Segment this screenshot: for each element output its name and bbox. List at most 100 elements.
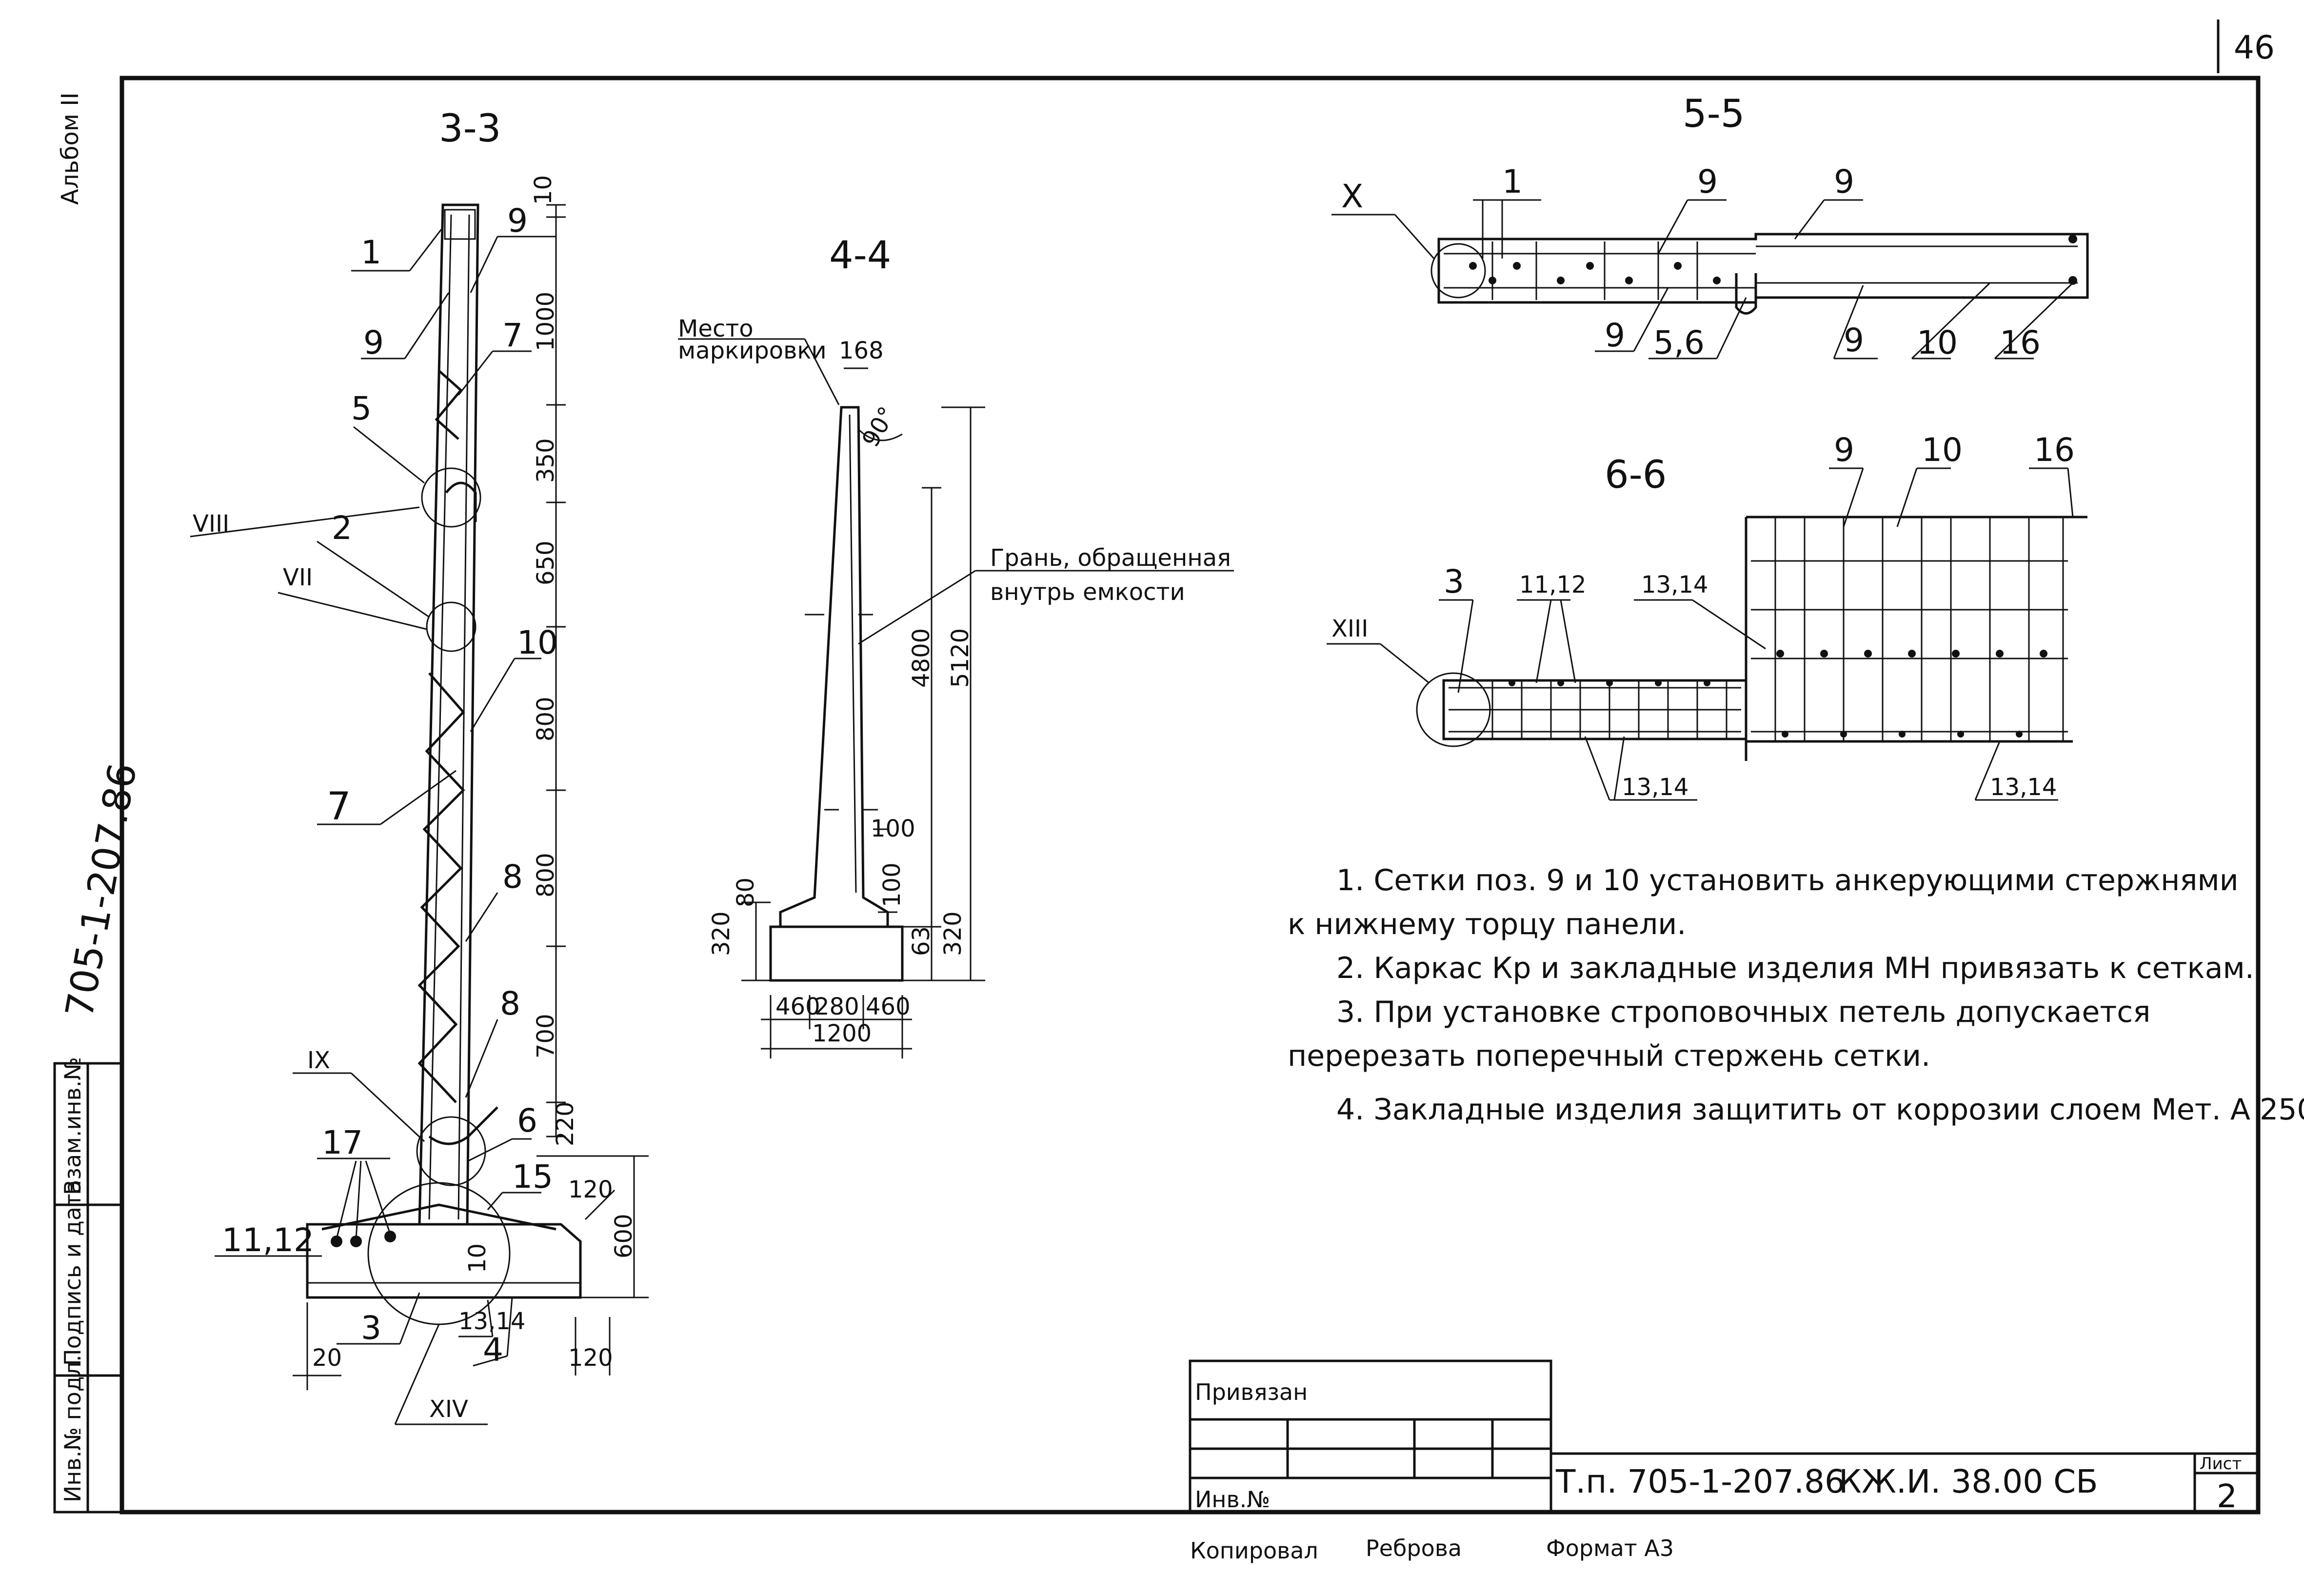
dim-700: 700: [532, 1014, 559, 1058]
mark-6: 6: [517, 1102, 537, 1139]
mark-7-a: 7: [502, 317, 523, 354]
note-3-line1: 3. При установке строповочных петель доп…: [1336, 995, 2150, 1029]
mark-6-13-14-a: 13,14: [1641, 571, 1708, 598]
title-code: Т.п. 705-1-207.86: [1555, 1463, 1845, 1500]
footer-copied: Копировал: [1190, 1537, 1318, 1564]
side-field-replace: Взам.инв.№: [60, 1057, 86, 1195]
title-bound-label: Привязан: [1195, 1379, 1308, 1405]
marking-place-line1: Место: [678, 315, 754, 342]
footer: Копировал Реброва Формат А3: [1190, 1535, 1674, 1564]
note-3-line2: перерезать поперечный стержень сетки.: [1288, 1039, 1930, 1073]
marking-place-line2: маркировки: [678, 337, 827, 364]
side-code: 705-1-207.86: [58, 760, 145, 1021]
dim-600: 600: [610, 1214, 637, 1258]
note-4: 4. Закладные изделия защитить от коррози…: [1336, 1093, 2304, 1127]
mark-6-13-14-c: 13,14: [1990, 774, 2057, 801]
section-6-6-title: 6-6: [1605, 453, 1667, 497]
mark-5-1: 1: [1502, 163, 1523, 200]
section-4-4: 4-4 Место маркировки Грань, обращенная: [678, 234, 1234, 1058]
section-4-4-title: 4-4: [829, 234, 891, 278]
dim-1200: 1200: [812, 1020, 872, 1047]
dim-650: 650: [532, 540, 559, 585]
footer-format: Формат А3: [1546, 1535, 1674, 1561]
dim-280: 280: [814, 993, 859, 1020]
dim-320-a: 320: [708, 911, 735, 956]
section-6-6: 6-6: [1327, 431, 2087, 801]
mark-5-10: 10: [1917, 324, 1958, 361]
callout-x: X: [1341, 178, 1363, 215]
dim-10-bottom: 10: [464, 1243, 491, 1273]
dim-220: 220: [552, 1101, 579, 1146]
mark-1: 1: [361, 234, 381, 271]
side-strip: Альбом II 705-1-207.86 Инв.№ подл. Подпи…: [53, 92, 145, 1514]
mark-13-14: 13,14: [458, 1308, 525, 1335]
mark-17: 17: [322, 1124, 363, 1161]
mark-5: 5: [351, 390, 372, 427]
mark-3: 3: [361, 1309, 381, 1347]
mark-5-9-b: 9: [1834, 163, 1854, 200]
mark-9-a: 9: [507, 202, 528, 239]
mark-5-9-d: 9: [1844, 321, 1864, 359]
mark-5-9-a: 9: [1697, 163, 1718, 200]
corner-sheet-number: 46: [2234, 29, 2275, 66]
face-note-line2: внутрь емкости: [990, 579, 1185, 606]
mark-2: 2: [332, 509, 352, 547]
dim-80: 80: [732, 878, 759, 907]
title-block: Привязан Инв.№ Т.п. 705-1-207.86 КЖ.И. 3…: [1189, 1359, 2258, 1515]
title-sheet-value: 2: [2217, 1477, 2237, 1515]
dim-90: 90°: [857, 402, 901, 452]
mark-5-9-c: 9: [1605, 317, 1625, 354]
title-inv-label: Инв.№: [1195, 1486, 1270, 1513]
dim-800-a: 800: [532, 697, 559, 741]
dim-460-b: 460: [866, 993, 911, 1020]
dim-350: 350: [532, 438, 559, 483]
dim-120-a: 120: [568, 1176, 613, 1203]
side-field-inv: Инв.№ подл.: [60, 1355, 86, 1502]
album-label: Альбом II: [57, 92, 84, 205]
dim-20: 20: [312, 1344, 342, 1372]
mark-6-9: 9: [1834, 431, 1854, 469]
mark-5-16: 16: [2000, 324, 2041, 361]
callout-vii: VII: [283, 564, 313, 591]
mark-4: 4: [483, 1331, 503, 1369]
dim-5120: 5120: [947, 628, 974, 688]
title-mark: КЖ.И. 38.00 СБ: [1839, 1463, 2098, 1500]
mark-8-a: 8: [502, 858, 523, 896]
footer-name: Реброва: [1366, 1535, 1462, 1561]
mark-15: 15: [512, 1158, 553, 1196]
mark-5-56: 5,6: [1653, 324, 1705, 361]
callout-ix: IX: [307, 1047, 330, 1074]
notes: 1. Сетки поз. 9 и 10 установить анкерующ…: [1288, 863, 2304, 1127]
mark-7-b: 7: [327, 785, 351, 829]
mark-6-11-12: 11,12: [1519, 571, 1586, 598]
note-1-line1: 1. Сетки поз. 9 и 10 установить анкерующ…: [1336, 863, 2239, 898]
side-field-sign: Подпись и дата: [60, 1180, 86, 1366]
note-1-line2: к нижнему торцу панели.: [1288, 907, 1686, 941]
mark-6-10: 10: [1922, 431, 1963, 469]
dim-100-b: 100: [878, 862, 906, 907]
callout-xiii: XIII: [1331, 615, 1368, 642]
dim-100-a: 100: [871, 815, 915, 842]
note-2: 2. Каркас Кр и закладные изделия МН прив…: [1336, 951, 2254, 985]
mark-6-3: 3: [1444, 563, 1464, 600]
section-3-3-title: 3-3: [439, 107, 501, 151]
sheet-frame: 46: [119, 20, 2275, 1515]
dim-120-b: 120: [568, 1344, 613, 1372]
mark-9-b: 9: [363, 324, 384, 361]
dim-1000: 1000: [532, 292, 559, 351]
mark-8-b: 8: [500, 985, 520, 1022]
dim-63: 63: [908, 926, 935, 956]
dim-10-top: 10: [530, 175, 557, 205]
mark-6-13-14-b: 13,14: [1622, 774, 1688, 801]
mark-10: 10: [517, 624, 558, 661]
mark-6-16: 16: [2034, 431, 2075, 469]
section-5-5-title: 5-5: [1683, 92, 1745, 136]
callout-xiv: XIV: [429, 1396, 468, 1423]
dim-168: 168: [839, 337, 884, 364]
dim-460-a: 460: [775, 993, 820, 1020]
title-sheet-label: Лист: [2200, 1454, 2242, 1474]
section-5-5: 5-5 X 1: [1331, 92, 2089, 361]
dim-800-b: 800: [532, 853, 559, 898]
section-3-3: 3-3: [190, 107, 649, 1425]
